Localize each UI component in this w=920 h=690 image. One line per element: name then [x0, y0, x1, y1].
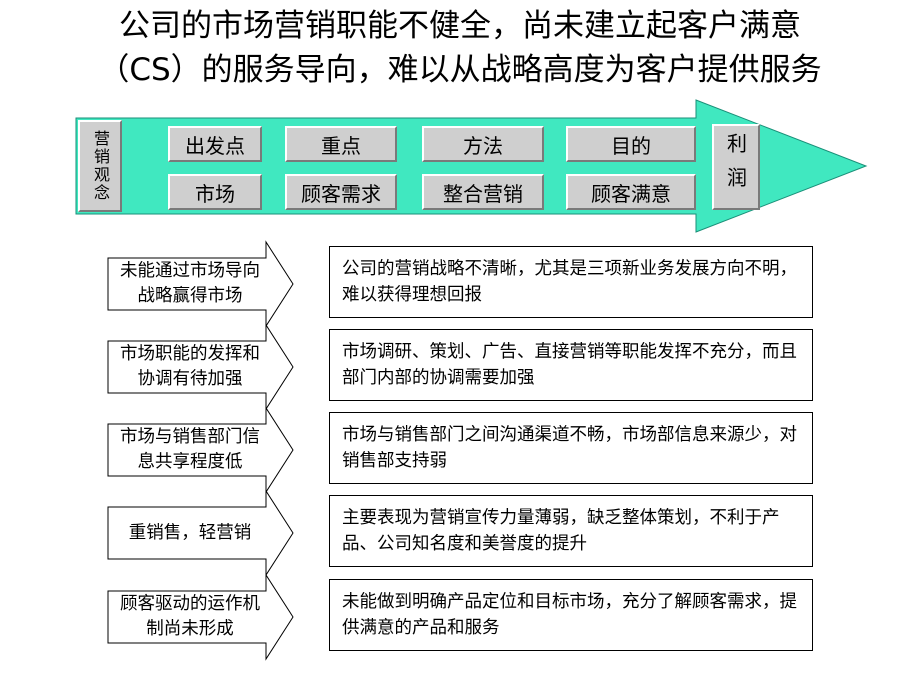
- value-customer-needs: 顾客需求: [285, 174, 397, 210]
- marketing-concept-label: 营销观念: [78, 120, 122, 212]
- issue-label: 顾客驱动的运作机制尚未形成: [120, 594, 260, 639]
- issue-label: 市场职能的发挥和协调有待加强: [120, 344, 260, 389]
- issue-detail-box: 未能做到明确产品定位和目标市场，充分了解顾客需求，提供满意的产品和服务: [329, 579, 813, 651]
- issue-detail-box: 公司的营销战略不清晰，尤其是三项新业务发展方向不明，难以获得理想回报: [329, 246, 813, 318]
- value-integrated-marketing: 整合营销: [422, 174, 544, 210]
- result-profit: 利润: [712, 124, 760, 210]
- slide-title: 公司的市场营销职能不健全，尚未建立起客户满意 （CS）的服务导向，难以从战略高度…: [0, 4, 920, 92]
- header-method: 方法: [422, 126, 544, 162]
- title-line-2: （CS）的服务导向，难以从战略高度为客户提供服务: [98, 52, 822, 88]
- issue-detail-box: 主要表现为营销宣传力量薄弱，缺乏整体策划，不利于产品、公司知名度和美誉度的提升: [329, 495, 813, 567]
- issue-detail-box: 市场与销售部门之间沟通渠道不畅，市场部信息来源少，对销售部支持弱: [329, 412, 813, 484]
- value-customer-satisfaction: 顾客满意: [566, 174, 696, 210]
- header-goal: 目的: [566, 126, 696, 162]
- issue-label: 市场与销售部门信息共享程度低: [120, 427, 260, 472]
- value-market: 市场: [168, 174, 262, 210]
- issue-label: 重销售，轻营销: [128, 522, 252, 543]
- header-focus: 重点: [285, 126, 397, 162]
- issue-detail-box: 市场调研、策划、广告、直接营销等职能发挥不充分，而且部门内部的协调需要加强: [329, 329, 813, 401]
- header-starting-point: 出发点: [168, 126, 262, 162]
- issue-label: 未能通过市场导向战略赢得市场: [120, 261, 260, 306]
- title-line-1: 公司的市场营销职能不健全，尚未建立起客户满意: [119, 8, 801, 44]
